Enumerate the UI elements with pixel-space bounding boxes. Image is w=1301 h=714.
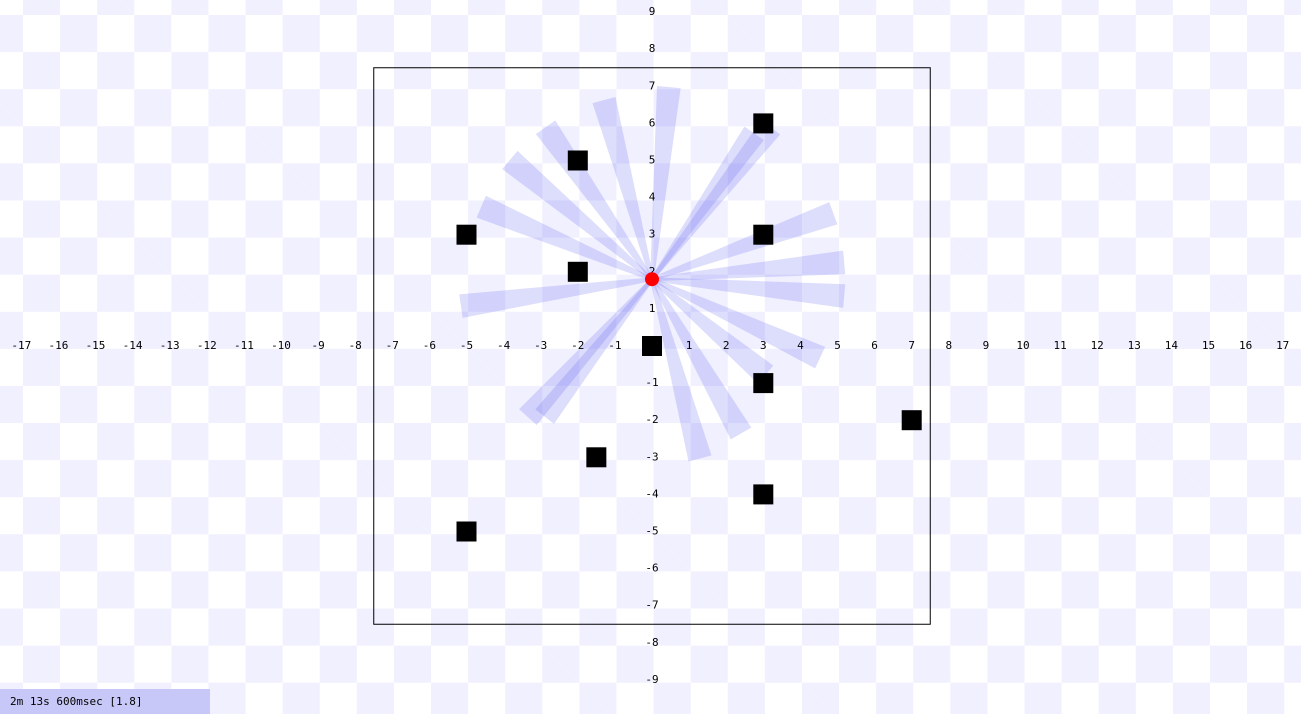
x-tick-label: -16 xyxy=(48,339,68,352)
x-tick-label: 9 xyxy=(983,339,990,352)
y-tick-label: -6 xyxy=(645,562,658,575)
y-tick-label: -9 xyxy=(645,673,658,686)
x-tick-label: -5 xyxy=(460,339,473,352)
y-tick-label: -3 xyxy=(645,450,658,463)
y-tick-label: 4 xyxy=(649,191,656,204)
x-tick-label: 8 xyxy=(945,339,952,352)
sensor-beam xyxy=(651,277,846,308)
x-tick-label: -12 xyxy=(197,339,217,352)
sensor-beam xyxy=(651,250,846,282)
sensor-beam xyxy=(519,277,654,426)
x-tick-label: 14 xyxy=(1165,339,1179,352)
obstacle-block xyxy=(456,224,477,245)
obstacle-block xyxy=(642,336,662,356)
sensor-beam xyxy=(535,120,654,281)
obstacle-block xyxy=(901,410,922,431)
y-tick-label: 1 xyxy=(649,302,656,315)
x-tick-label: -1 xyxy=(608,339,621,352)
x-tick-label: 5 xyxy=(834,339,841,352)
obstacle-block xyxy=(753,484,774,505)
obstacles xyxy=(456,113,922,542)
arena-boundary xyxy=(373,67,931,625)
sensor-beam xyxy=(650,278,712,462)
x-tick-label: 16 xyxy=(1239,339,1252,352)
obstacle-block xyxy=(567,261,588,282)
x-tick-label: -8 xyxy=(349,339,362,352)
x-tick-label: 4 xyxy=(797,339,804,352)
x-tick-label: -9 xyxy=(311,339,324,352)
sensor-beam xyxy=(459,277,653,318)
sensor-beam xyxy=(650,277,774,384)
y-tick-label: -2 xyxy=(645,413,658,426)
y-tick-label: 5 xyxy=(649,154,656,167)
x-axis-ticks: -17-16-15-14-13-12-11-10-9-8-7-6-5-4-3-2… xyxy=(11,339,1289,352)
y-axis-ticks: 9 8 7 6 5 4 3 2 1 -1 -2 -3 -4 -5 -6 -7 -8 -9 xyxy=(645,5,659,686)
y-tick-label: -1 xyxy=(645,376,658,389)
x-tick-label: 1 xyxy=(686,339,693,352)
x-tick-label: 6 xyxy=(871,339,878,352)
x-tick-label: -7 xyxy=(386,339,399,352)
x-tick-label: 3 xyxy=(760,339,767,352)
x-tick-label: -14 xyxy=(123,339,143,352)
obstacle-block xyxy=(753,224,774,245)
sensor-beam xyxy=(650,85,681,280)
x-tick-label: -13 xyxy=(160,339,180,352)
sensor-beam xyxy=(592,96,654,280)
obstacle-block xyxy=(586,447,607,468)
x-tick-label: -2 xyxy=(571,339,584,352)
y-tick-label: 6 xyxy=(649,116,656,129)
obstacle-block xyxy=(753,373,774,394)
x-tick-label: -11 xyxy=(234,339,254,352)
y-tick-label: -7 xyxy=(645,599,658,612)
x-tick-label: 11 xyxy=(1053,339,1066,352)
y-tick-label: -8 xyxy=(645,636,658,649)
x-tick-label: 10 xyxy=(1016,339,1029,352)
x-tick-label: -15 xyxy=(86,339,106,352)
x-tick-label: 13 xyxy=(1128,339,1141,352)
x-tick-label: -4 xyxy=(497,339,511,352)
y-tick-label: 8 xyxy=(649,42,656,55)
y-tick-label: 2 xyxy=(649,265,656,278)
y-tick-label: -4 xyxy=(645,487,659,500)
y-tick-label: 7 xyxy=(649,79,656,92)
robot-marker xyxy=(645,272,659,287)
x-tick-label: 2 xyxy=(723,339,730,352)
sensor-beam xyxy=(650,126,764,281)
obstacle-block xyxy=(753,113,774,134)
sensor-beam xyxy=(650,119,781,281)
x-tick-label: 15 xyxy=(1202,339,1215,352)
elapsed-time-label: 2m 13s 600msec [1.8] xyxy=(10,695,143,708)
status-bar: 2m 13s 600msec [1.8] xyxy=(0,689,210,714)
x-tick-label: -10 xyxy=(271,339,291,352)
y-tick-label: 9 xyxy=(649,5,656,18)
obstacle-block xyxy=(456,521,477,542)
sensor-beam xyxy=(535,278,654,424)
y-tick-label: 3 xyxy=(649,228,656,241)
sensor-beam xyxy=(651,202,838,281)
x-tick-label: 12 xyxy=(1091,339,1104,352)
sensor-beams xyxy=(459,85,846,462)
sensor-beam xyxy=(476,195,653,281)
obstacle-block xyxy=(567,150,588,171)
sensor-beam xyxy=(650,278,752,440)
x-tick-label: 17 xyxy=(1276,339,1289,352)
x-tick-label: -6 xyxy=(423,339,436,352)
sensor-beam xyxy=(651,277,826,369)
x-tick-label: 7 xyxy=(908,339,915,352)
y-tick-label: -5 xyxy=(645,525,658,538)
sensor-beam xyxy=(502,150,654,281)
x-tick-label: -3 xyxy=(534,339,547,352)
x-tick-label: -17 xyxy=(11,339,31,352)
